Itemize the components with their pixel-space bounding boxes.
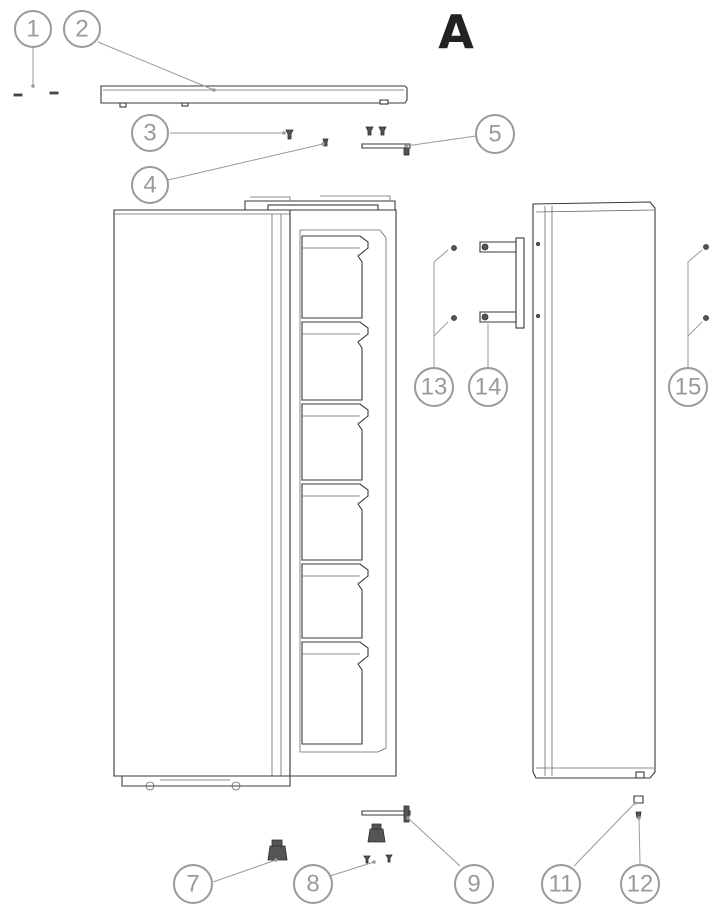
diagram-title-letter: A — [438, 5, 474, 59]
screw-part-1 — [13, 91, 59, 97]
callout-14: 14 — [468, 367, 508, 407]
callout-4: 4 — [131, 166, 169, 204]
caps-part-15 — [703, 244, 709, 321]
top-cover-part — [100, 85, 408, 108]
callout-1: 1 — [14, 10, 52, 48]
drawer — [301, 321, 369, 401]
callout-15: 15 — [668, 367, 708, 407]
callout-12: 12 — [620, 864, 660, 904]
svg-text:9: 9 — [467, 871, 480, 898]
top-hinge-part — [361, 126, 411, 156]
bottom-hinge-part — [361, 805, 411, 823]
svg-text:2: 2 — [75, 16, 88, 43]
drawer — [301, 483, 369, 561]
hinge-bushing-part — [633, 795, 644, 804]
screw-part-3 — [285, 129, 294, 140]
svg-text:12: 12 — [627, 871, 654, 898]
svg-text:11: 11 — [549, 871, 574, 898]
svg-text:1: 1 — [26, 16, 39, 43]
svg-text:13: 13 — [421, 374, 448, 401]
foot-and-screws-part-8 — [363, 823, 393, 864]
drawer — [301, 641, 369, 745]
callout-8: 8 — [293, 864, 333, 904]
callout-9: 9 — [454, 864, 494, 904]
svg-text:15: 15 — [675, 374, 702, 401]
svg-text:3: 3 — [143, 120, 156, 147]
callout-2: 2 — [63, 10, 101, 48]
svg-text:7: 7 — [186, 871, 199, 898]
freezer-drawers — [301, 235, 369, 745]
door-handle-part — [479, 237, 525, 329]
callout-5: 5 — [475, 114, 515, 154]
svg-text:5: 5 — [488, 121, 501, 148]
leader-lines — [31, 41, 703, 883]
drawer — [301, 403, 369, 481]
adjustable-foot-part — [267, 839, 288, 861]
callout-13: 13 — [414, 367, 454, 407]
freezer-door — [532, 201, 656, 779]
callout-3: 3 — [131, 114, 169, 152]
callout-11: 11 — [541, 864, 581, 904]
callout-7: 7 — [173, 864, 213, 904]
svg-text:4: 4 — [143, 172, 156, 199]
svg-text:8: 8 — [306, 871, 319, 898]
svg-text:14: 14 — [475, 374, 502, 401]
drawer — [301, 235, 369, 319]
drawer — [301, 563, 369, 639]
handle-screws-part-13 — [451, 245, 457, 321]
